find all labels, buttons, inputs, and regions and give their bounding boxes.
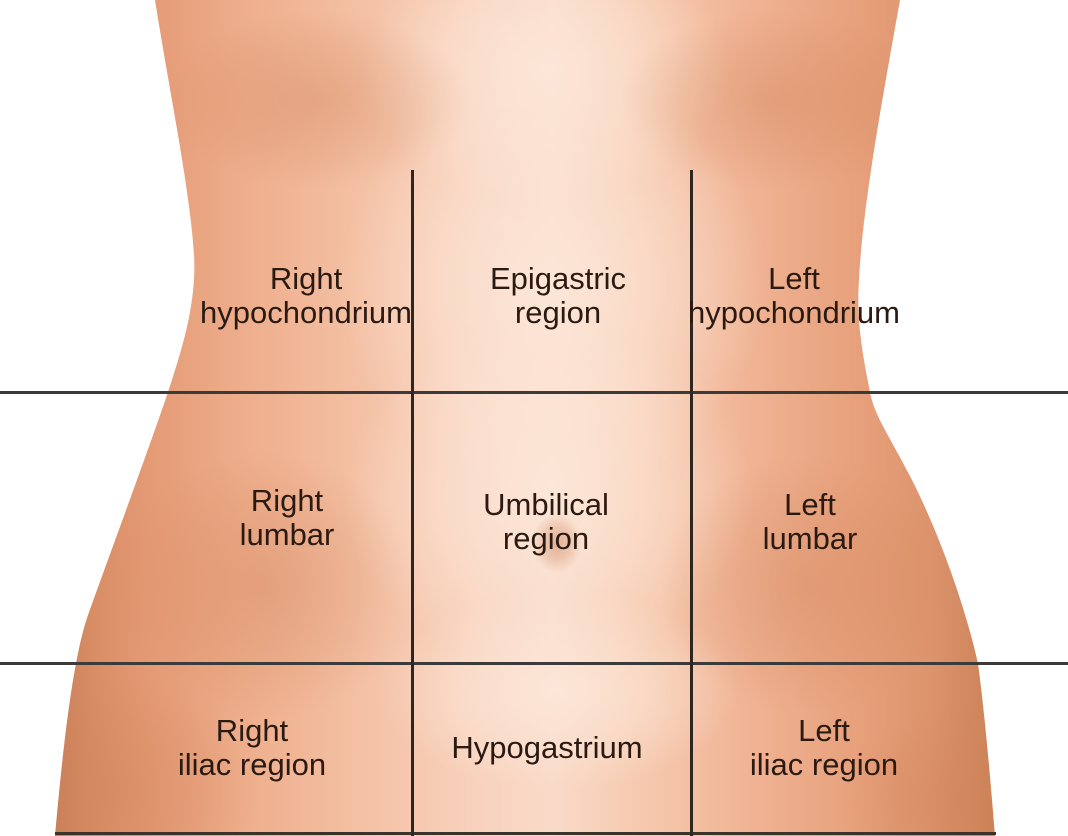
region-label-line: iliac region (177, 747, 327, 782)
shade-hip-left (55, 670, 260, 836)
navel (532, 513, 582, 573)
region-label-line: iliac region (749, 747, 899, 782)
region-label-line: Right (215, 713, 289, 748)
region-label-line: hypochondrium (688, 295, 900, 330)
grid-line-horizontal-intertubercular (0, 662, 1068, 665)
region-label-line: lumbar (239, 517, 335, 552)
region-label-line: region (514, 295, 602, 330)
shade-lumbar-left (115, 450, 415, 720)
region-label-line: Left (768, 261, 820, 296)
region-label-left-lumbar: Left lumbar (763, 488, 858, 556)
region-label-line: Left (784, 487, 836, 522)
region-label-right-lumbar: Right lumbar (240, 484, 335, 552)
shade-chest-left (160, 10, 470, 190)
region-label-left-iliac: Left iliac region (750, 714, 898, 782)
highlight-umbilical (344, 320, 754, 670)
region-label-line: Left (798, 713, 850, 748)
region-label-line: Epigastric (489, 261, 627, 296)
region-label-line: hypochondrium (200, 295, 412, 330)
region-label-right-hypochondrium: Right hypochondrium (200, 262, 412, 330)
region-label-left-hypochondrium: Left hypochondrium (688, 262, 900, 330)
region-label-right-iliac: Right iliac region (178, 714, 326, 782)
shade-chest-right (620, 10, 930, 190)
grid-line-horizontal-bottom (55, 832, 996, 835)
shade-lumbar-right (660, 455, 950, 715)
region-label-umbilical: Umbilical region (483, 488, 609, 556)
highlight-hypogastric (378, 590, 738, 790)
shade-hip-right (840, 705, 995, 836)
region-label-line: Right (250, 483, 324, 518)
region-label-line: lumbar (762, 521, 858, 556)
grid-line-vertical-left (411, 170, 414, 836)
region-label-line: Hypogastrium (451, 730, 643, 765)
region-label-epigastric: Epigastric region (490, 262, 626, 330)
region-label-line: Right (269, 261, 343, 296)
region-label-hypogastrium: Hypogastrium (451, 731, 642, 765)
region-label-line: Umbilical (483, 487, 609, 522)
region-label-line: region (502, 521, 590, 556)
grid-line-vertical-right (690, 170, 693, 836)
grid-line-horizontal-subcostal (0, 391, 1068, 394)
